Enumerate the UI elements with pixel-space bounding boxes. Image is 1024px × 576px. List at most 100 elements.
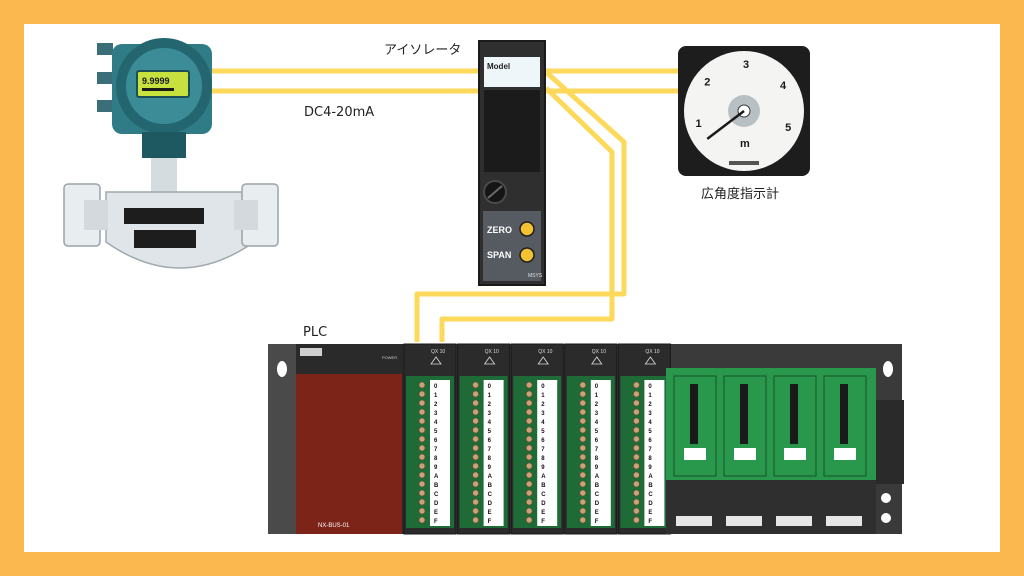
- terminal-screw: [525, 381, 533, 389]
- warning-icon: [430, 356, 442, 365]
- terminal-screw: [418, 516, 426, 524]
- isolator-screw-slot: [487, 185, 503, 199]
- terminal-screw: [472, 408, 479, 416]
- slot-connector: [740, 384, 748, 444]
- terminal-number: 9: [595, 465, 599, 471]
- isolator-indicator-window: [484, 90, 540, 172]
- terminal-screw: [525, 399, 533, 407]
- terminal-number: 4: [488, 420, 492, 426]
- terminal-screw: [472, 453, 479, 461]
- flowmeter-display-bar: [142, 88, 174, 91]
- terminal-number: B: [595, 483, 600, 489]
- terminal-screw: [579, 498, 587, 506]
- terminal-screw: [525, 453, 533, 461]
- terminal-number: B: [434, 483, 439, 489]
- base-label-plate: [776, 516, 812, 526]
- terminal-screw: [633, 480, 640, 488]
- terminal-screw: [472, 417, 479, 425]
- terminal-number: 9: [541, 465, 545, 471]
- io-number-strip: [590, 380, 611, 526]
- base-label-plate: [676, 516, 712, 526]
- terminal-number: 1: [541, 393, 545, 399]
- wire-isolator-to-plc-inner: [439, 86, 615, 342]
- terminal-number: 3: [648, 411, 652, 417]
- terminal-number: A: [488, 474, 493, 480]
- terminal-number: C: [595, 492, 600, 498]
- terminal-screw: [525, 516, 533, 524]
- terminal-number: 2: [595, 402, 599, 408]
- terminal-screw: [579, 462, 587, 470]
- signal-wires: [209, 68, 684, 342]
- terminal-number: E: [488, 510, 492, 516]
- terminal-number: 3: [541, 411, 545, 417]
- terminal-screw: [579, 471, 587, 479]
- terminal-number: 9: [434, 465, 438, 471]
- isolator-adjust-panel: [483, 211, 541, 281]
- cpu-power-label: POWER: [382, 355, 397, 360]
- flowmeter-knob: [97, 72, 113, 84]
- terminal-screw: [525, 489, 533, 497]
- diagram-canvas: 9.9999 Model ZERO SPAN MSYS 12: [63, 38, 904, 535]
- flowmeter: 9.9999: [63, 38, 279, 269]
- flowmeter-display-value: 9.9999: [142, 76, 170, 86]
- terminal-screw: [633, 471, 640, 479]
- io-number-strip: [430, 380, 450, 526]
- terminal-screw: [418, 444, 426, 452]
- terminal-number: 8: [434, 456, 438, 462]
- terminal-screw: [472, 507, 479, 515]
- terminal-screw: [579, 453, 587, 461]
- terminal-screw: [418, 435, 426, 443]
- terminal-screw: [633, 516, 640, 524]
- sensor-nameplate-lower: [134, 230, 196, 248]
- sensor-nameplate: [124, 208, 204, 224]
- base-screw: [881, 513, 891, 523]
- terminal-number: B: [488, 483, 493, 489]
- terminal-number: D: [595, 501, 600, 507]
- terminal-number: 7: [595, 447, 599, 453]
- terminal-screw: [633, 435, 640, 443]
- terminal-screw: [472, 426, 479, 434]
- span-adjust-knob[interactable]: [519, 247, 535, 263]
- isolator-label-window: [484, 57, 540, 87]
- gauge-tick-label: 2: [704, 77, 710, 89]
- terminal-screw: [633, 453, 640, 461]
- terminal-screw: [633, 390, 640, 398]
- terminal-screw: [633, 381, 640, 389]
- pipe-stub-right: [234, 200, 258, 230]
- base-label-plate: [826, 516, 862, 526]
- io-module-label: QX 10: [645, 349, 659, 355]
- terminal-number: 7: [541, 447, 545, 453]
- gauge-tick-label: 3: [743, 59, 749, 71]
- terminal-number: 3: [434, 411, 438, 417]
- terminal-number: 8: [648, 456, 652, 462]
- terminal-number: 1: [648, 393, 652, 399]
- slot-connector: [840, 384, 848, 444]
- terminal-number: D: [541, 501, 546, 507]
- zero-adjust-knob[interactable]: [519, 221, 535, 237]
- cpu-bottom-label: NX-BUS-01: [318, 523, 350, 529]
- isolator-model-label: Model: [487, 62, 510, 71]
- terminal-screw: [633, 408, 640, 416]
- terminal-number: 5: [595, 429, 599, 435]
- plc-rack: POWER NX-BUS-01 QX 100123456789ABCDEFQX …: [268, 343, 904, 535]
- terminal-screw: [472, 390, 479, 398]
- terminal-number: E: [541, 510, 545, 516]
- flowmeter-knob: [97, 100, 113, 112]
- gauge-tick-label: 1: [696, 118, 702, 130]
- terminal-number: 3: [595, 411, 599, 417]
- gauge-unit: m: [740, 138, 750, 150]
- slot-label-plate: [784, 448, 806, 460]
- warning-icon: [537, 356, 549, 365]
- terminal-screw: [579, 435, 587, 443]
- terminal-screw: [472, 399, 479, 407]
- terminal-number: 5: [434, 429, 438, 435]
- terminal-number: D: [648, 501, 653, 507]
- terminal-number: 1: [488, 393, 492, 399]
- terminal-screw: [525, 444, 533, 452]
